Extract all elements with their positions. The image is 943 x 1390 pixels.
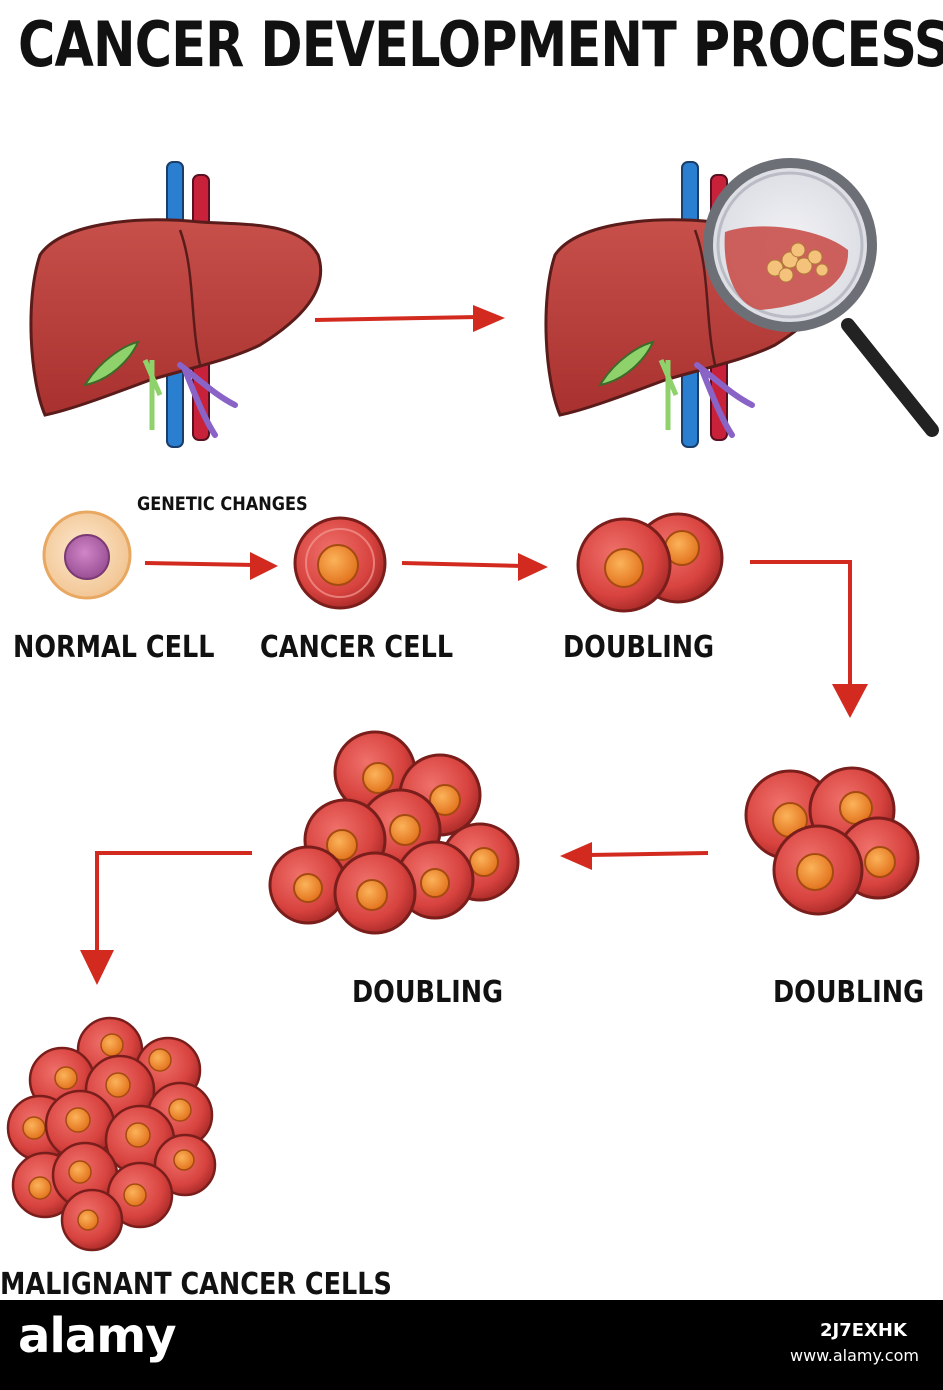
page-title: CANCER DEVELOPMENT PROCESS xyxy=(18,8,943,81)
arrow-to-doubling xyxy=(401,553,548,581)
doubling-cells-2 xyxy=(576,512,724,613)
doubling-cells-4 xyxy=(744,766,920,916)
label-doubling-4: DOUBLING xyxy=(773,975,925,1010)
doubling-cells-8 xyxy=(268,730,520,935)
gallbladder-icon xyxy=(82,340,140,387)
arrow-to-doubling-8 xyxy=(560,842,709,870)
liver-illustration-healthy xyxy=(29,161,323,448)
tumor-icon xyxy=(766,242,829,283)
label-doubling-2: DOUBLING xyxy=(563,630,715,665)
cancer-cell-icon xyxy=(293,516,387,610)
arrow-genetic-changes xyxy=(144,552,278,580)
watermark-image-id: 2J7EXHK xyxy=(820,1320,907,1341)
arrow-elbow-to-malignant xyxy=(80,851,252,985)
label-malignant-cells: MALIGNANT CANCER CELLS xyxy=(0,1267,392,1302)
arrow-elbow-down xyxy=(750,560,868,718)
watermark-bar xyxy=(0,1300,943,1390)
label-cancer-cell: CANCER CELL xyxy=(260,630,454,665)
normal-cell-icon xyxy=(42,510,132,600)
label-genetic-changes: GENETIC CHANGES xyxy=(137,493,308,515)
watermark-url: www.alamy.com xyxy=(790,1346,919,1365)
liver-illustration-tumor xyxy=(544,158,939,448)
magnifying-glass-icon xyxy=(703,158,939,437)
diagram-canvas xyxy=(6,158,939,1252)
watermark-logo: alamy xyxy=(18,1308,177,1364)
arrow-liver xyxy=(314,305,505,332)
malignant-cells-cluster xyxy=(6,1016,217,1252)
label-normal-cell: NORMAL CELL xyxy=(13,630,215,665)
label-doubling-8: DOUBLING xyxy=(352,975,504,1010)
